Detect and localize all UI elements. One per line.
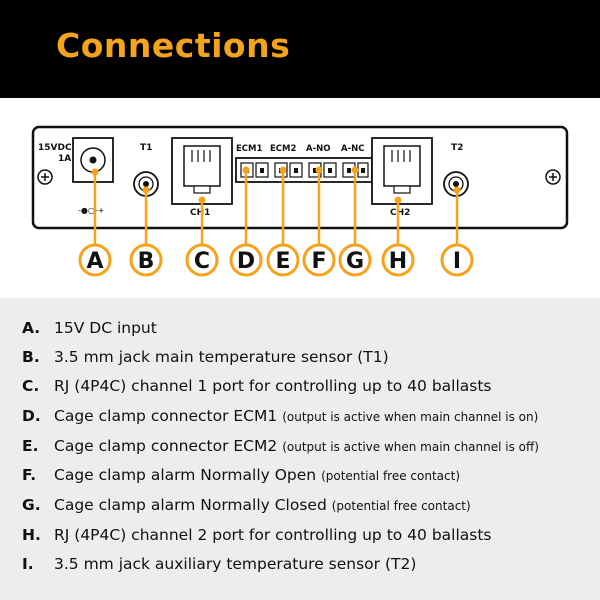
anc-label: A-NC [341, 144, 364, 154]
legend-letter: E. [22, 437, 39, 455]
legend-panel: A. 15V DC input B. 3.5 mm jack main temper… [0, 298, 600, 600]
ch1-rj-port[interactable] [171, 137, 233, 205]
ch1-label: CH1 [190, 208, 210, 218]
power-label-voltage: 15VDC [38, 143, 72, 153]
legend-letter: G. [22, 496, 41, 514]
polarity-label: -●○-+ [78, 206, 104, 215]
callout-h-letter: H [389, 249, 407, 274]
callout-c: C [185, 243, 219, 277]
legend-item-c: C. RJ (4P4C) channel 1 port for controlli… [22, 377, 492, 399]
legend-item-h: H. RJ (4P4C) channel 2 port for controlli… [22, 526, 492, 548]
dc-power-jack[interactable] [72, 137, 114, 183]
legend-item-d: D. Cage clamp connector ECM1 (output is a… [22, 407, 538, 429]
callout-i: I [440, 243, 474, 277]
callout-a-letter: A [86, 249, 103, 274]
power-label-current: 1A [58, 154, 71, 164]
legend-letter: C. [22, 377, 40, 395]
callout-b: B [129, 243, 163, 277]
callout-c-letter: C [194, 249, 210, 274]
callout-e-letter: E [275, 249, 290, 274]
callout-d: D [229, 243, 263, 277]
t2-label: T2 [451, 143, 463, 153]
legend-text: Cage clamp alarm Normally Open [54, 466, 317, 484]
legend-note: (potential free contact) [331, 499, 471, 513]
page-title: Connections [56, 26, 291, 65]
legend-item-e: E. Cage clamp connector ECM2 (output is a… [22, 437, 539, 459]
legend-text: RJ (4P4C) channel 2 port for controlling… [54, 526, 492, 544]
callout-d-letter: D [237, 249, 255, 274]
connection-diagram: 15VDC 1A -●○-+ T1 CH1 ECM1 ECM2 [0, 98, 600, 298]
ch2-label: CH2 [390, 208, 410, 218]
right-screw-icon [545, 169, 561, 185]
legend-letter: A. [22, 319, 41, 337]
legend-item-f: F. Cage clamp alarm Normally Open (potent… [22, 466, 460, 488]
legend-note: (potential free contact) [321, 469, 461, 483]
legend-note: (output is active when main channel is o… [282, 440, 539, 454]
left-screw-icon [37, 169, 53, 185]
diagram-svg: 15VDC 1A -●○-+ T1 CH1 ECM1 ECM2 [31, 125, 569, 277]
legend-text: 3.5 mm jack main temperature sensor (T1) [54, 348, 389, 366]
legend-letter: F. [22, 466, 37, 484]
legend-letter: H. [22, 526, 41, 544]
legend-letter: B. [22, 348, 40, 366]
legend-text: Cage clamp connector ECM2 [54, 437, 278, 455]
legend-letter: I. [22, 555, 34, 573]
callout-b-letter: B [138, 249, 155, 274]
ecm1-label: ECM1 [236, 144, 263, 154]
callout-dots [91, 166, 461, 204]
legend-text: 3.5 mm jack auxiliary temperature sensor… [54, 555, 417, 573]
legend-letter: D. [22, 407, 41, 425]
callout-lines [93, 170, 459, 245]
ecm2-label: ECM2 [270, 144, 297, 154]
legend-note: (output is active when main channel is o… [282, 410, 539, 424]
callout-i-letter: I [453, 249, 461, 274]
callout-e: E [266, 243, 300, 277]
legend-text: Cage clamp alarm Normally Closed [54, 496, 327, 514]
legend-item-g: G. Cage clamp alarm Normally Closed (pote… [22, 496, 471, 518]
legend-text: 15V DC input [54, 319, 157, 337]
ano-label: A-NO [306, 144, 330, 154]
callout-a: A [78, 243, 112, 277]
callout-g: G [338, 243, 372, 277]
callout-f: F [302, 243, 336, 277]
legend-item-a: A. 15V DC input [22, 319, 157, 341]
ch2-rj-port[interactable] [371, 137, 433, 205]
legend-item-b: B. 3.5 mm jack main temperature sensor (T… [22, 348, 389, 370]
legend-item-i: I. 3.5 mm jack auxiliary temperature sens… [22, 555, 416, 577]
legend-text: RJ (4P4C) channel 1 port for controlling… [54, 377, 492, 395]
header-bar: Connections [0, 0, 600, 98]
callout-h: H [381, 243, 415, 277]
callout-g-letter: G [346, 249, 364, 274]
legend-text: Cage clamp connector ECM1 [54, 407, 278, 425]
callout-f-letter: F [311, 249, 326, 274]
t1-label: T1 [140, 143, 152, 153]
